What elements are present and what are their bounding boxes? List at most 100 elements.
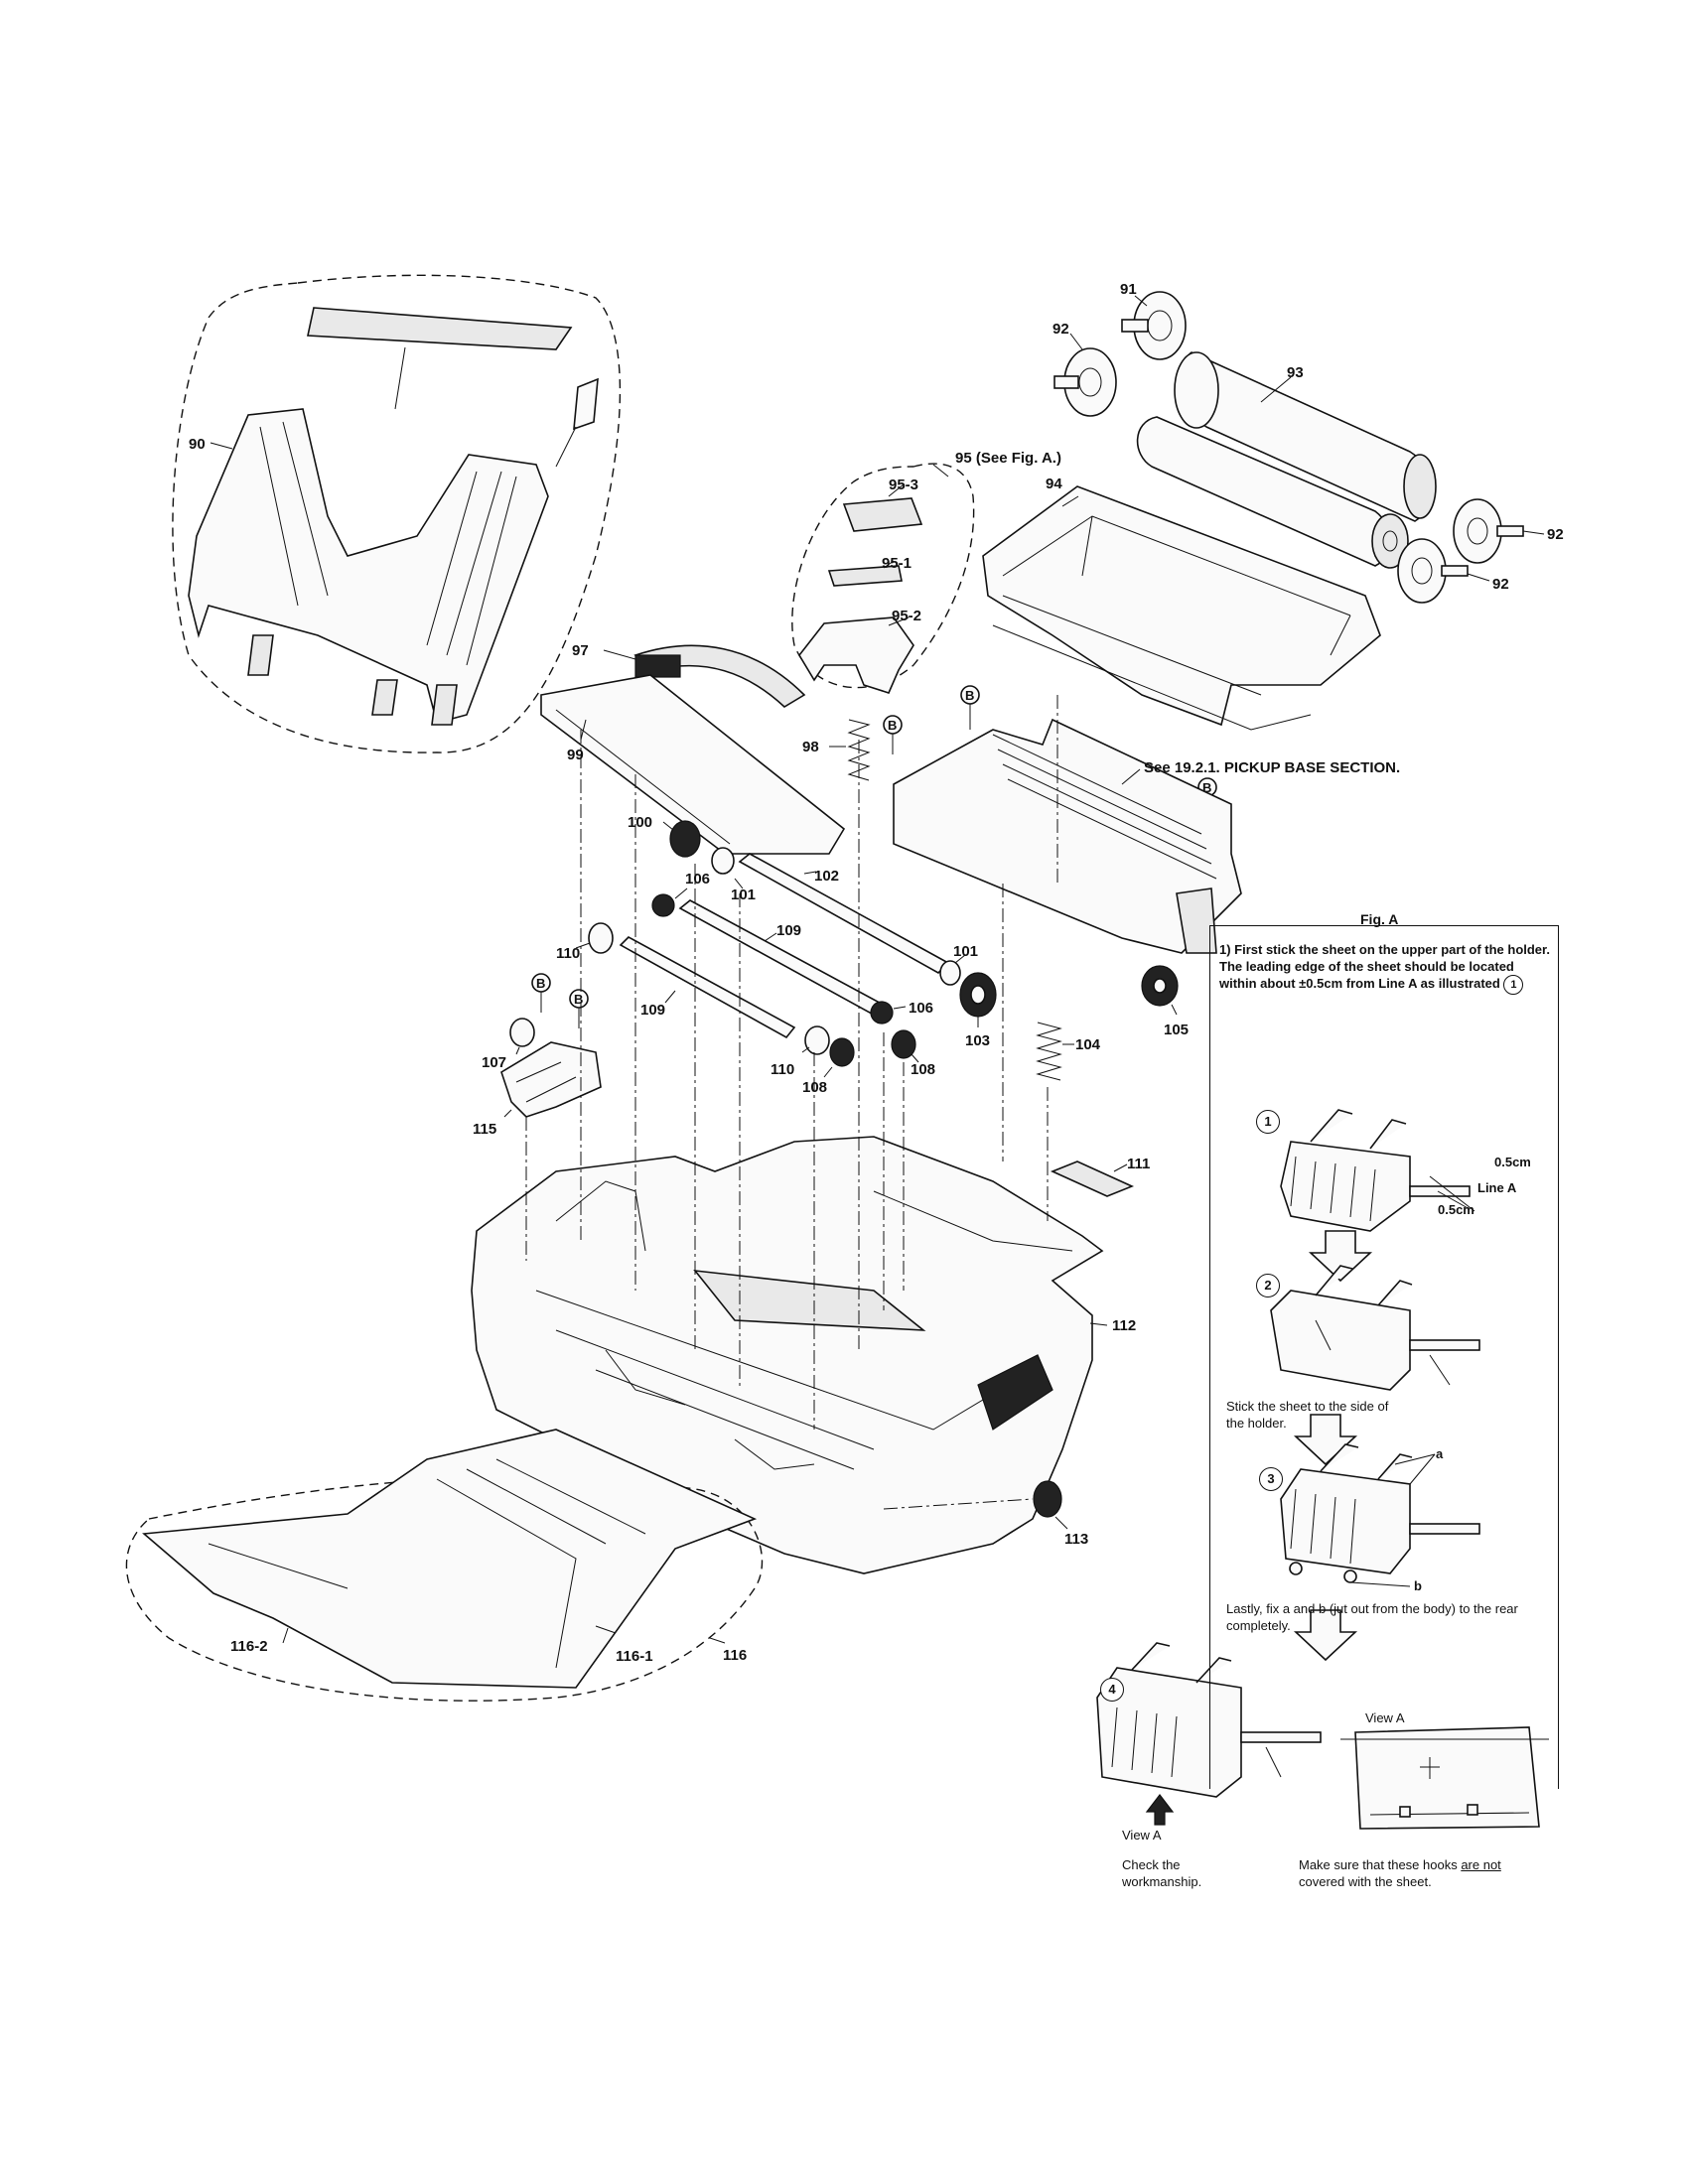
label-101-upper: 101 [731,887,756,903]
label-92-right-lower: 92 [1492,576,1509,593]
screw-b-6-label: B [574,992,583,1007]
screw-b-1-label: B [888,718,897,733]
fig-a-step1-instruction: 1) First stick the sheet on the upper pa… [1219,941,1552,995]
label-99: 99 [567,747,584,763]
part-106-clip-lower [870,1001,907,1024]
part-110-bushing-upper [575,922,614,954]
screw-b-5-label: B [536,976,545,991]
label-112: 112 [1112,1317,1136,1334]
screw-b-2 [960,685,980,730]
fig-a-hooks-caption: Make sure that these hooks are not cover… [1299,1856,1547,1890]
fig-a-view-a-title: View A [1365,1710,1405,1725]
label-110-lower: 110 [771,1061,794,1078]
part-108-gear-left [823,1037,855,1078]
fig-a-step3-holder [1280,1443,1480,1587]
fig-a-step1-text: 1) First stick the sheet on the upper pa… [1219,942,1550,991]
fig-a-hook-a: a [1436,1446,1444,1461]
label-92-right-upper: 92 [1547,526,1564,543]
part-92-gear-right-upper [1453,498,1545,564]
fig-a-down-arrow-1 [1308,1230,1373,1283]
fig-a-view-a-arrow [1145,1794,1175,1826]
part-98-spring [829,719,871,781]
label-90: 90 [189,436,206,453]
screw-b-6 [569,989,589,1028]
label-106-upper: 106 [685,871,710,887]
fig-a-hooks-caption-pre: Make sure that these hooks [1299,1857,1462,1872]
part-106-clip-upper [651,887,688,917]
label-106-lower: 106 [909,1000,933,1017]
label-101-lower: 101 [953,943,978,960]
part-101-bushing-upper [711,847,744,889]
part-91-gear [1121,291,1187,360]
screw-b-3-label: B [1202,780,1211,795]
fig-a-dim-lower: 0.5cm [1438,1202,1474,1217]
label-105: 105 [1164,1022,1189,1038]
screw-b-5 [531,973,551,1013]
label-111: 111 [1127,1156,1150,1172]
fig-a-panel [1209,925,1559,1789]
fig-a-step-1-number: 1 [1256,1110,1280,1134]
label-107: 107 [482,1054,506,1071]
label-109-upper: 109 [776,922,801,939]
fig-a-hooks-caption-emph: are not [1461,1857,1501,1872]
label-116-1: 116-1 [616,1648,653,1665]
label-94: 94 [1046,476,1062,492]
label-116-2: 116-2 [230,1638,268,1655]
part-101-bushing-lower [939,954,966,986]
fig-a-step2-holder [1270,1265,1480,1391]
part-100-gear [662,820,701,858]
label-95: 95 (See Fig. A.) [955,450,1061,467]
label-115: 115 [473,1121,496,1138]
label-91: 91 [1120,281,1137,298]
label-103: 103 [965,1032,990,1049]
label-108-right: 108 [911,1061,935,1078]
part-116-paper-tray [125,1429,764,1702]
fig-a-hook-b: b [1414,1578,1422,1593]
part-110-bushing-lower [801,1025,830,1055]
fig-a-step-4-number: 4 [1100,1678,1124,1702]
screw-b-1 [883,715,903,754]
fig-a-hooks-caption-post: covered with the sheet. [1299,1874,1432,1889]
part-109-shaft-lower [619,936,796,1039]
fig-a-view-a-detail [1340,1726,1549,1830]
label-95-1: 95-1 [882,555,912,572]
part-104-spring [1036,1022,1074,1081]
part-95-holder-group [791,463,975,694]
alignment-lines [525,695,1058,1510]
label-102: 102 [814,868,839,885]
part-115-bracket [500,1041,602,1118]
part-94-frame [982,485,1381,731]
fig-a-step-2-number: 2 [1256,1274,1280,1297]
part-105-gear [1141,965,1179,1016]
fig-a-step1-holder [1280,1109,1475,1232]
part-103-gear [959,972,997,1027]
label-100: 100 [628,814,652,831]
part-92-gear-right-lower [1397,538,1490,604]
part-93-roller [1136,351,1437,569]
screw-b-2-label: B [965,688,974,703]
label-104: 104 [1075,1036,1101,1053]
part-107-bushing [509,1018,535,1055]
fig-a-step-3-number: 3 [1259,1467,1283,1491]
part-97-flat-cable [603,644,806,708]
part-108-gear-right [891,1029,919,1063]
part-99-cover-bar [540,674,846,855]
fig-a-step4-holder [1096,1642,1322,1798]
fig-a-step3-caption: Lastly, fix a and b (jut out from the bo… [1226,1601,1518,1633]
part-113-gear [1033,1480,1068,1530]
label-108-left: 108 [802,1079,827,1096]
label-110-upper: 110 [556,945,580,962]
fig-a-title: Fig. A [1360,911,1399,927]
fig-a-view-a-arrow-label: View A [1122,1828,1162,1843]
fig-a-line-a: Line A [1477,1180,1517,1195]
part-92-gear-left [1053,333,1117,417]
fig-a-step2-caption: Stick the sheet to the side of the holde… [1226,1399,1389,1431]
label-92-left: 92 [1052,321,1069,338]
pickup-base [893,718,1242,954]
label-95-3: 95-3 [889,477,918,493]
label-95-2: 95-2 [892,608,921,624]
label-98: 98 [802,739,819,755]
label-113: 113 [1064,1531,1088,1548]
part-90-document-tray [172,274,622,753]
